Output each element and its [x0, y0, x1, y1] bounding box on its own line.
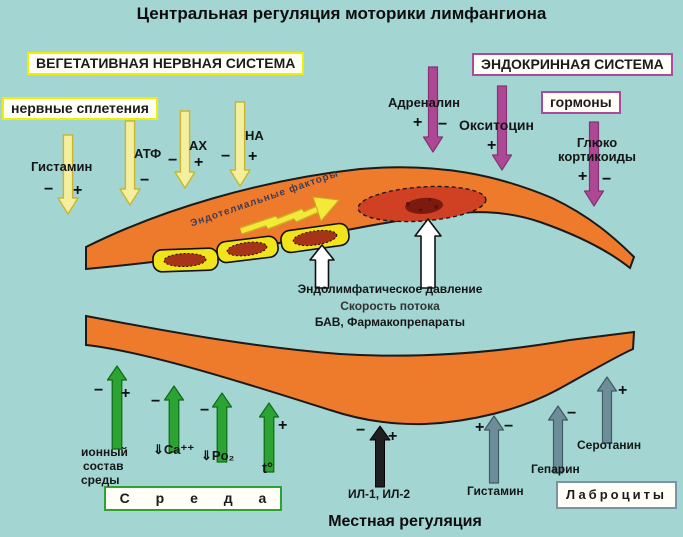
oxytocin-plus: +: [487, 137, 497, 154]
na-minus: −: [221, 148, 231, 165]
glucocorticoids-label: Глюко кортикоиды: [557, 135, 637, 164]
heparin-minus: −: [567, 405, 577, 422]
temperature-label: t°: [262, 460, 273, 477]
arrow-histamine-local: [483, 415, 505, 484]
ionic-label-line2: состав: [83, 459, 124, 473]
histamine-local-label: Гистамин: [467, 484, 524, 498]
adrenaline-plus: +: [413, 114, 423, 131]
arrow-atp: [119, 120, 141, 206]
arrow-adrenaline: [422, 66, 444, 153]
adrenaline-label: Адреналин: [388, 95, 460, 110]
flow-speed-label: Скорость потока: [340, 299, 440, 313]
endothelial-cell: [152, 247, 219, 273]
calcium-label: ⇓Ca⁺⁺: [153, 442, 195, 457]
acetylcholine-label: АХ: [189, 138, 208, 153]
arrow-calcium: [163, 385, 185, 453]
block-arrows-layer: [57, 66, 618, 488]
endothelial-factors-bolt-arrow: [239, 196, 340, 235]
atp-minus: −: [140, 172, 150, 189]
histamine-local-minus: −: [504, 418, 514, 435]
arrow-serotonin: [596, 376, 618, 444]
arrow-pressure: [309, 244, 335, 289]
temperature-plus: +: [278, 417, 288, 434]
endolymphatic-pressure-label: Эндолимфатическое давление: [297, 282, 483, 296]
heparin-label: Гепарин: [531, 462, 580, 476]
noradrenaline-label: НА: [245, 128, 264, 143]
ach-left-minus: −: [168, 152, 178, 169]
ach-plus: +: [194, 154, 204, 171]
arrow-noradrenaline: [229, 101, 251, 187]
gluco-minus: −: [602, 171, 612, 188]
nerve-plexus-box: нервные сплетения: [2, 97, 158, 121]
histamine-label: Гистамин: [31, 159, 93, 174]
endothelial-cell: [216, 235, 279, 264]
adrenaline-minus: −: [438, 116, 448, 133]
arrow-heparin: [547, 405, 569, 474]
po2-minus: −: [200, 402, 210, 419]
ionic-minus: −: [94, 382, 104, 399]
serotonin-label: Серотанин: [577, 438, 642, 452]
calcium-minus: −: [151, 393, 161, 410]
arrow-po2: [211, 392, 233, 463]
ionic-label-line1: ионный: [81, 445, 128, 459]
po2-label: ⇓Po₂: [201, 448, 235, 463]
arrow-temperature: [258, 402, 280, 473]
gluco-plus: +: [578, 168, 588, 185]
serotonin-plus: +: [618, 382, 628, 399]
interleukins-label: ИЛ-1, ИЛ-2: [348, 487, 411, 501]
il-plus: +: [388, 428, 398, 445]
local-regulation-title: Местная регуляция: [328, 513, 482, 530]
oxytocin-label: Окситоцин: [459, 117, 534, 133]
endocrine-system-box: ЭНДОКРИННАЯ СИСТЕМА: [472, 53, 673, 77]
arrow-oxytocin: [491, 85, 513, 171]
environment-box: С р е д а: [104, 486, 282, 512]
il-minus: −: [356, 422, 366, 439]
labrocytes-box: Лаброциты: [556, 481, 678, 510]
arrow-interleukins: [369, 425, 391, 488]
vegetative-system-box: ВЕГЕТАТИВНАЯ НЕРВНАЯ СИСТЕМА: [27, 52, 305, 76]
lymphangion-lower-wall: [85, 314, 636, 426]
na-plus: +: [248, 148, 258, 165]
histamine-plus: +: [73, 182, 83, 199]
muscle-lens: [357, 185, 487, 223]
bav-pharma-label: БАВ, Фармакопрепараты: [314, 315, 466, 329]
ionic-plus: +: [121, 385, 131, 402]
arrow-histamine: [57, 134, 79, 215]
arrow-acetylcholine: [174, 110, 196, 189]
hormones-box: гормоны: [541, 91, 621, 115]
arrow-ionic: [106, 365, 128, 450]
atp-label: АТФ: [134, 146, 162, 161]
histamine-local-plus: +: [475, 419, 485, 436]
endothelial-cell: [280, 222, 350, 254]
arrow-flow: [414, 218, 442, 289]
arrow-glucocorticoids: [583, 121, 605, 207]
histamine-minus: −: [44, 181, 54, 198]
page-title: Центральная регуляция моторики лимфангио…: [136, 4, 547, 23]
ionic-label-line3: среды: [81, 473, 120, 487]
